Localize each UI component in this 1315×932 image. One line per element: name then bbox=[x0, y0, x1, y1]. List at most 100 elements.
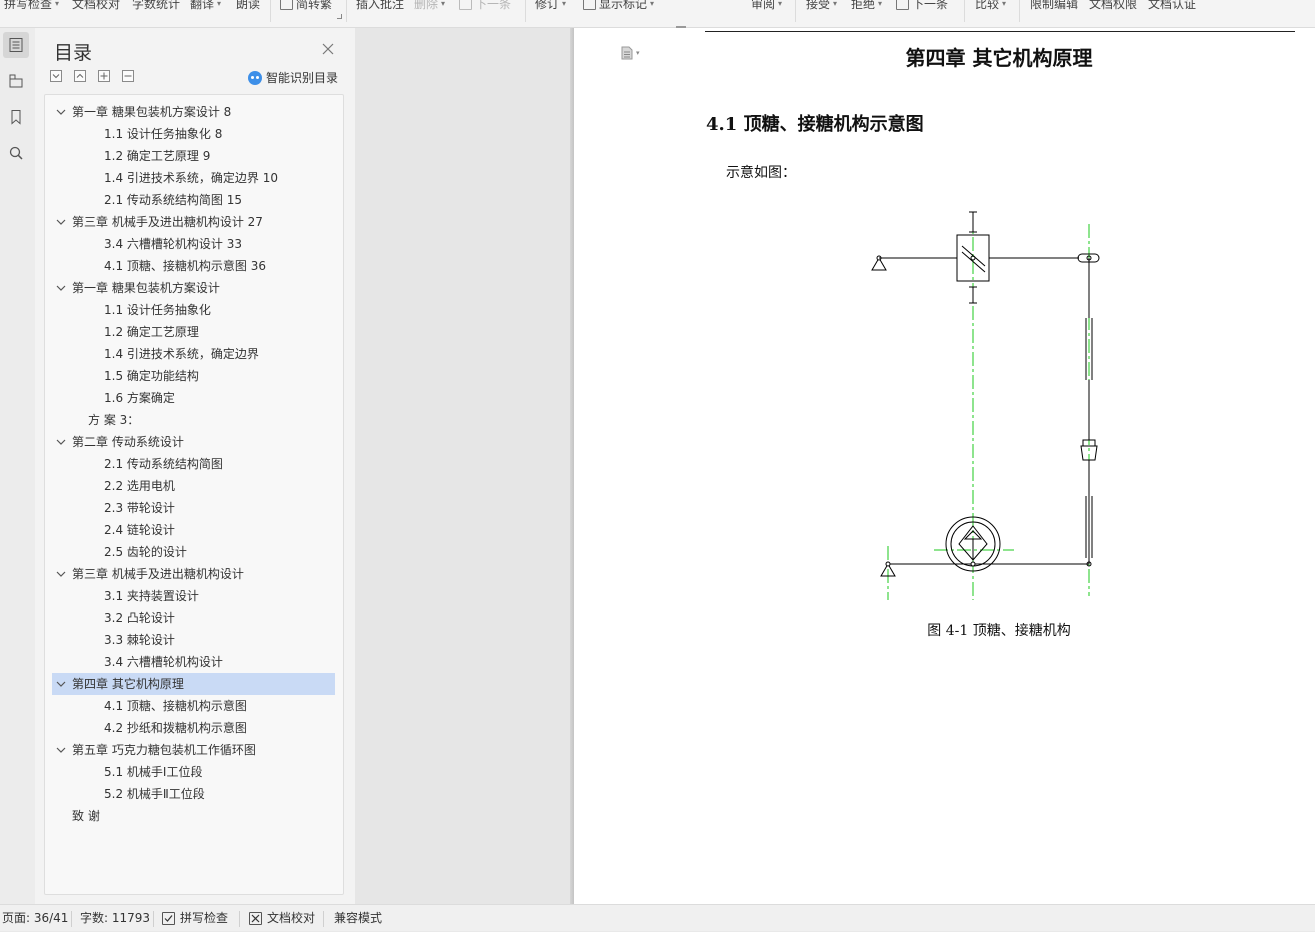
toc-item-label: 1.4 引进技术系统，确定边界 10 bbox=[104, 171, 278, 185]
toc-item[interactable]: 2.1 传动系统结构简图 bbox=[52, 453, 335, 475]
chevron-down-icon[interactable] bbox=[56, 107, 66, 117]
chevron-down-icon[interactable] bbox=[56, 569, 66, 579]
toc-item[interactable]: 3.4 六槽槽轮机构设计 bbox=[52, 651, 335, 673]
toc-item-label: 第三章 机械手及进出糖机构设计 27 bbox=[72, 215, 263, 229]
doc-permission-button[interactable]: 文档权限 bbox=[1089, 0, 1138, 11]
chapter-heading: 第四章 其它机构原理 bbox=[905, 46, 1093, 70]
delete-comment-button[interactable]: 删除▾ bbox=[414, 0, 446, 11]
toc-item[interactable]: 2.5 齿轮的设计 bbox=[52, 541, 335, 563]
spell-check-status[interactable]: 拼写检查 bbox=[162, 905, 228, 932]
toc-item-label: 3.4 六槽槽轮机构设计 bbox=[104, 655, 223, 669]
nav-tree-button[interactable] bbox=[3, 68, 29, 94]
read-aloud-button[interactable]: 朗读 bbox=[236, 0, 261, 11]
close-icon[interactable] bbox=[321, 42, 335, 56]
section-heading: 4.1 顶糖、接糖机构示意图 bbox=[706, 114, 924, 135]
paragraph-options-button[interactable]: ▾ bbox=[621, 46, 640, 60]
smart-toc-button[interactable]: 智能识别目录 bbox=[248, 69, 338, 86]
bookmark-button[interactable] bbox=[3, 104, 29, 130]
toc-item-label: 2.1 传动系统结构简图 15 bbox=[104, 193, 242, 207]
toc-item-label: 3.4 六槽槽轮机构设计 33 bbox=[104, 237, 242, 251]
toc-item-label: 1.6 方案确定 bbox=[104, 391, 175, 405]
toc-item[interactable]: 第五章 巧克力糖包装机工作循环图 bbox=[52, 739, 335, 761]
toc-item-label: 致 谢 bbox=[72, 809, 100, 823]
toc-panel-button[interactable] bbox=[3, 32, 29, 58]
chevron-down-icon[interactable] bbox=[56, 283, 66, 293]
page-indicator[interactable]: 页面: 36/41 bbox=[2, 911, 69, 925]
compare-button[interactable]: 比较▾ bbox=[975, 0, 1007, 11]
toc-item[interactable]: 3.4 六槽槽轮机构设计 33 bbox=[52, 233, 335, 255]
convert-icon bbox=[280, 0, 293, 10]
word-count[interactable]: 字数: 11793 bbox=[80, 911, 151, 925]
track-changes-button[interactable]: 修订▾ bbox=[535, 0, 567, 11]
toc-item[interactable]: 第二章 传动系统设计 bbox=[52, 431, 335, 453]
simplified-to-traditional-button[interactable]: 简转繁 bbox=[280, 0, 332, 13]
chevron-down-icon[interactable] bbox=[56, 437, 66, 447]
toc-item[interactable]: 第三章 机械手及进出糖机构设计 27 bbox=[52, 211, 335, 233]
toc-item[interactable]: 1.4 引进技术系统，确定边界 10 bbox=[52, 167, 335, 189]
toc-item[interactable]: 第三章 机械手及进出糖机构设计 bbox=[52, 563, 335, 585]
toc-item[interactable]: 4.1 顶糖、接糖机构示意图 36 bbox=[52, 255, 335, 277]
toc-item[interactable]: 1.4 引进技术系统，确定边界 bbox=[52, 343, 335, 365]
reject-button[interactable]: 拒绝▾ bbox=[851, 0, 883, 11]
margin-mark bbox=[676, 26, 686, 28]
toc-item[interactable]: 致 谢 bbox=[52, 805, 335, 827]
chevron-down-icon[interactable] bbox=[56, 679, 66, 689]
chevron-down-icon[interactable] bbox=[56, 217, 66, 227]
toc-item[interactable]: 4.2 抄纸和拨糖机构示意图 bbox=[52, 717, 335, 739]
collapse-all-icon[interactable] bbox=[74, 70, 86, 82]
insert-comment-button[interactable]: 插入批注 bbox=[356, 0, 405, 11]
toc-item[interactable]: 5.1 机械手Ⅰ工位段 bbox=[52, 761, 335, 783]
restrict-editing-button[interactable]: 限制编辑 bbox=[1030, 0, 1079, 11]
toc-item[interactable]: 1.1 设计任务抽象化 8 bbox=[52, 123, 335, 145]
toc-item[interactable]: 2.3 带轮设计 bbox=[52, 497, 335, 519]
toc-item[interactable]: 3.3 棘轮设计 bbox=[52, 629, 335, 651]
header-rule bbox=[705, 31, 1295, 32]
toc-item-label: 3.3 棘轮设计 bbox=[104, 633, 175, 647]
toc-item-label: 2.2 选用电机 bbox=[104, 479, 175, 493]
show-markup-button[interactable]: 显示标记▾ bbox=[583, 0, 654, 13]
document-page[interactable]: ▾ 第四章 其它机构原理 4.1 顶糖、接糖机构示意图 示意如图： bbox=[574, 26, 1315, 904]
spell-check-button[interactable]: 拼写检查▾ bbox=[4, 0, 60, 11]
search-button[interactable] bbox=[3, 140, 29, 166]
chevron-down-icon[interactable] bbox=[56, 745, 66, 755]
toc-item[interactable]: 1.2 确定工艺原理 bbox=[52, 321, 335, 343]
toc-item-label: 第三章 机械手及进出糖机构设计 bbox=[72, 567, 244, 581]
proofread-status[interactable]: 文档校对 bbox=[249, 905, 315, 932]
toc-item[interactable]: 方 案 3： bbox=[52, 409, 335, 431]
group-expand-icon[interactable] bbox=[337, 14, 342, 19]
toc-item-label: 1.1 设计任务抽象化 8 bbox=[104, 127, 223, 141]
toc-item[interactable]: 第一章 糖果包装机方案设计 8 bbox=[52, 101, 335, 123]
toc-item[interactable]: 1.5 确定功能结构 bbox=[52, 365, 335, 387]
next-comment-button[interactable]: 下一条 bbox=[459, 0, 511, 13]
toc-item[interactable]: 第四章 其它机构原理 bbox=[52, 673, 335, 695]
document-icon bbox=[621, 46, 633, 60]
toc-item[interactable]: 2.1 传动系统结构简图 15 bbox=[52, 189, 335, 211]
toc-item[interactable]: 3.1 夹持装置设计 bbox=[52, 585, 335, 607]
toc-item-label: 5.1 机械手Ⅰ工位段 bbox=[104, 765, 203, 779]
toc-item[interactable]: 2.4 链轮设计 bbox=[52, 519, 335, 541]
doc-certify-button[interactable]: 文档认证 bbox=[1148, 0, 1197, 11]
toc-item[interactable]: 5.2 机械手Ⅱ工位段 bbox=[52, 783, 335, 805]
toc-item[interactable]: 1.2 确定工艺原理 9 bbox=[52, 145, 335, 167]
demote-level-icon[interactable] bbox=[122, 70, 134, 82]
word-count-button[interactable]: 字数统计 bbox=[132, 0, 181, 11]
translate-button[interactable]: 翻译▾ bbox=[190, 0, 222, 11]
toc-item-label: 4.2 抄纸和拨糖机构示意图 bbox=[104, 721, 247, 735]
review-button[interactable]: 审阅▾ bbox=[751, 0, 783, 11]
toc-item[interactable]: 2.2 选用电机 bbox=[52, 475, 335, 497]
page-shadow bbox=[570, 28, 574, 904]
promote-level-icon[interactable] bbox=[98, 70, 110, 82]
toc-item[interactable]: 1.6 方案确定 bbox=[52, 387, 335, 409]
sidebar-title: 目录 bbox=[54, 42, 93, 64]
next-change-button[interactable]: 下一条 bbox=[896, 0, 948, 13]
doc-proofread-button[interactable]: 文档校对 bbox=[72, 0, 121, 11]
expand-all-icon[interactable] bbox=[50, 70, 62, 82]
smart-toc-icon bbox=[248, 70, 262, 85]
toc-item[interactable]: 4.1 顶糖、接糖机构示意图 bbox=[52, 695, 335, 717]
toc-item[interactable]: 1.1 设计任务抽象化 bbox=[52, 299, 335, 321]
toc-item[interactable]: 第一章 糖果包装机方案设计 bbox=[52, 277, 335, 299]
checkbox-icon bbox=[162, 912, 175, 925]
next-comment-icon bbox=[459, 0, 472, 10]
toc-item[interactable]: 3.2 凸轮设计 bbox=[52, 607, 335, 629]
accept-button[interactable]: 接受▾ bbox=[806, 0, 838, 11]
